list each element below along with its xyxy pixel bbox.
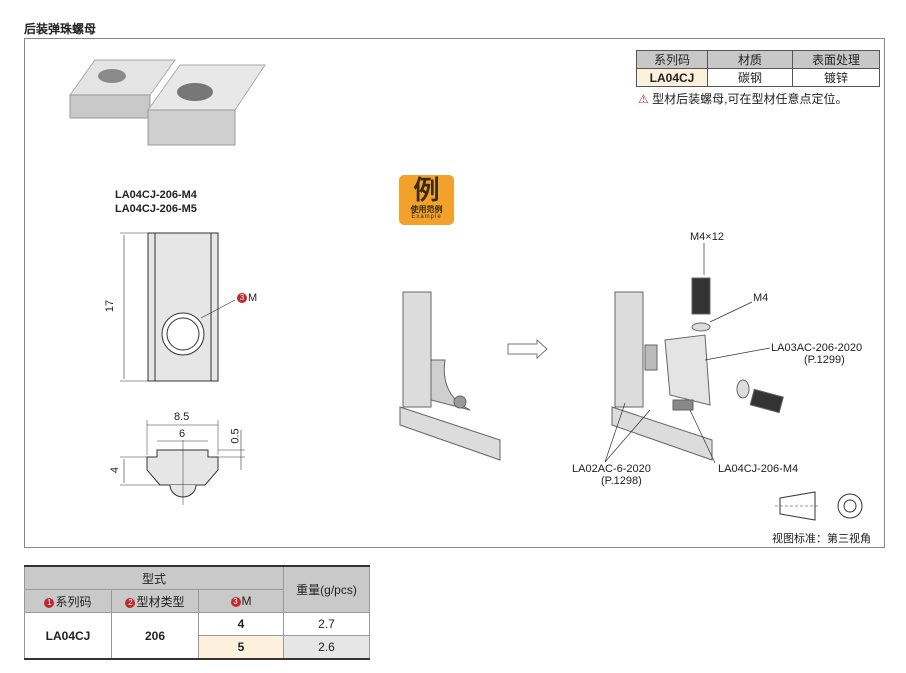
m-cell: 5 bbox=[198, 635, 284, 660]
subheader-label: 型材类型 bbox=[136, 594, 185, 609]
note: ⚠ 型材后装螺母,可在型材任意点定位。 bbox=[638, 90, 847, 107]
part-code: LA04CJ-206-M5 bbox=[115, 203, 197, 215]
badge-char: 例 bbox=[413, 175, 440, 205]
table-row: LA04CJ 206 4 2.7 bbox=[24, 612, 370, 660]
dim-width-inner: 6 bbox=[179, 428, 186, 440]
note-text: 型材后装螺母,可在型材任意点定位。 bbox=[652, 92, 848, 106]
spec-header: 系列码 bbox=[636, 50, 708, 69]
dim-step: 0.5 bbox=[229, 428, 242, 444]
spec-table: 系列码 材质 表面处理 LA04CJ 碳钢 镀锌 bbox=[636, 50, 880, 87]
dim-width-outer: 8.5 bbox=[174, 411, 190, 423]
assembly-before-drawing bbox=[399, 291, 501, 461]
subheader-label: 系列码 bbox=[55, 594, 92, 609]
product-photo bbox=[69, 59, 266, 146]
callout-number: 3 bbox=[237, 293, 247, 303]
page-title: 后装弹珠螺母 bbox=[24, 22, 97, 36]
spec-surface: 镀锌 bbox=[792, 68, 880, 87]
spec-header: 表面处理 bbox=[792, 50, 880, 69]
callout-cover-page: (P.1298) bbox=[601, 475, 642, 487]
group-header: 型式 bbox=[24, 565, 284, 590]
m-cell: 4 bbox=[198, 612, 284, 636]
weight-header: 重量(g/pcs) bbox=[283, 565, 370, 613]
spec-material: 碳钢 bbox=[707, 68, 793, 87]
callout-screw: M4×12 bbox=[690, 231, 724, 243]
spec-series-code: LA04CJ bbox=[636, 68, 708, 87]
callout-bracket: LA03AC-206-2020 bbox=[771, 342, 863, 354]
projection-label: 视图标准：第三视角 bbox=[772, 533, 871, 545]
assembly-after-drawing bbox=[604, 243, 784, 464]
subheader-label: M bbox=[241, 594, 252, 608]
warning-icon: ⚠ bbox=[638, 92, 649, 106]
dim-length: 17 bbox=[104, 299, 117, 313]
table-row: 5 2.6 bbox=[25, 635, 370, 660]
profile-cell: 206 bbox=[111, 612, 199, 660]
callout-bracket-page: (P.1299) bbox=[804, 354, 845, 366]
badge-label: 使用范例 bbox=[410, 205, 443, 214]
callout-washer: M4 bbox=[753, 292, 769, 304]
series-cell: LA04CJ bbox=[24, 612, 112, 660]
part-code: LA04CJ-206-M4 bbox=[115, 189, 197, 201]
third-angle-projection-icon bbox=[775, 491, 863, 521]
spec-header: 材质 bbox=[707, 50, 793, 69]
callout-number: 1 bbox=[44, 597, 55, 608]
weight-cell: 2.7 bbox=[283, 612, 370, 636]
product-frame bbox=[24, 38, 885, 548]
dim-height: 4 bbox=[109, 466, 122, 474]
top-view-drawing bbox=[120, 232, 236, 382]
example-badge: 例 使用范例 Example bbox=[399, 175, 454, 225]
callout-number: 2 bbox=[125, 597, 136, 608]
callout-nut: LA04CJ-206-M4 bbox=[718, 463, 799, 475]
badge-sub: Example bbox=[411, 214, 442, 220]
arrow-icon bbox=[507, 338, 548, 360]
weight-cell: 2.6 bbox=[283, 635, 370, 660]
callout-cover: LA02AC-6-2020 bbox=[572, 463, 651, 475]
thread-text: M bbox=[248, 292, 258, 304]
side-view-drawing bbox=[120, 420, 245, 505]
callout-number: 3 bbox=[230, 597, 241, 607]
